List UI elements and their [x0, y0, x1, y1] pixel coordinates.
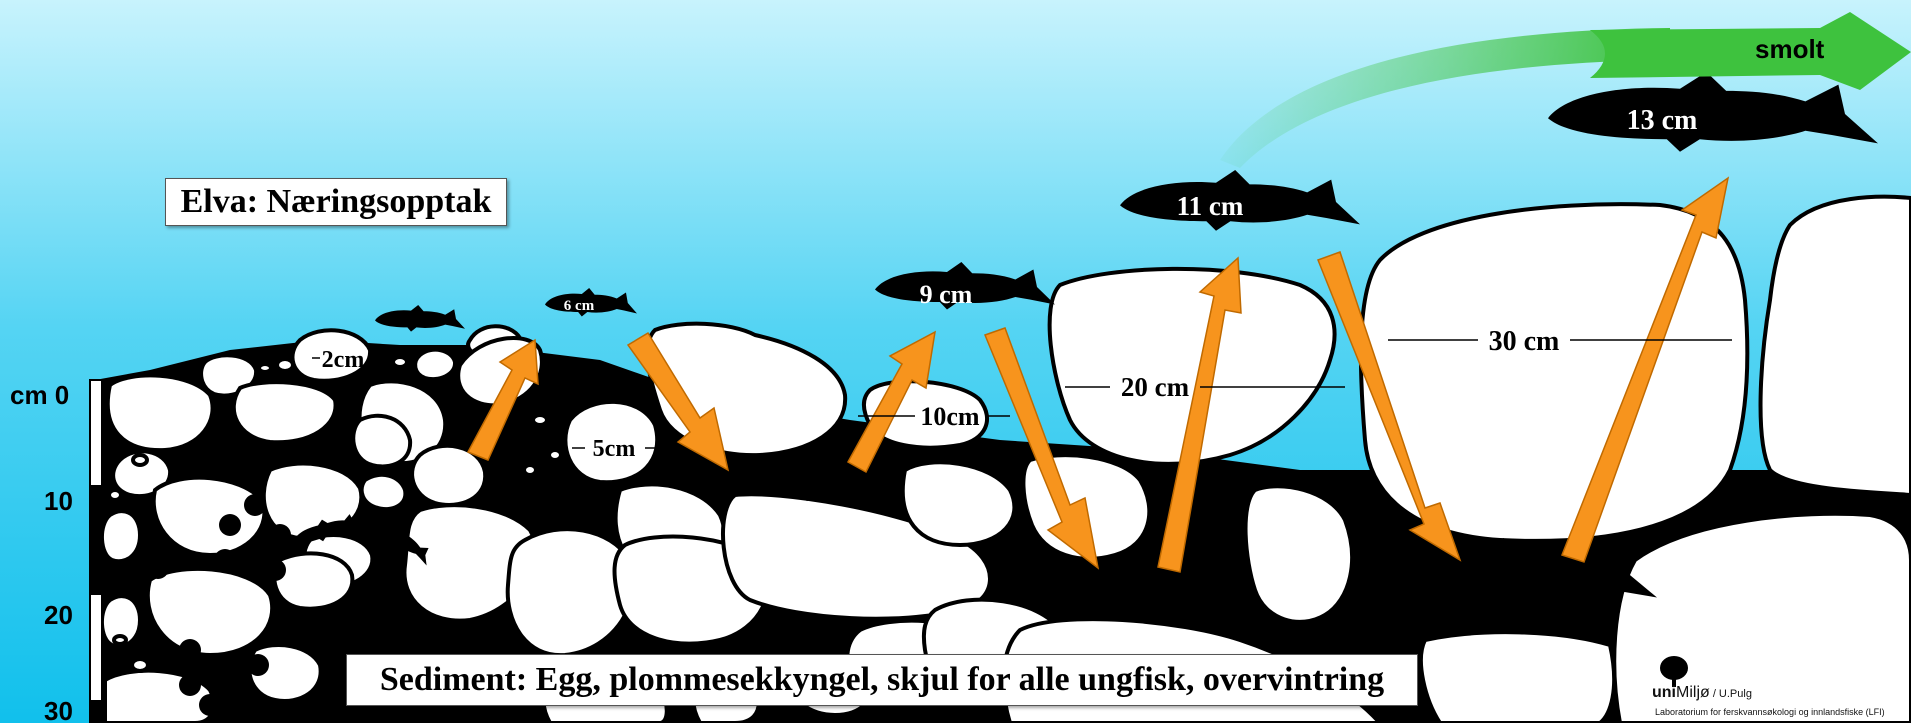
depth-label-20: 20 — [44, 600, 73, 631]
label-5cm: 5cm — [593, 436, 636, 462]
logo-prefix: uni — [1652, 684, 1676, 701]
label-11cm: 11 cm — [1177, 191, 1244, 221]
depth-label-30: 30 — [44, 696, 73, 727]
logo-name: uniMiljø / U.Pulg — [1652, 684, 1752, 702]
depth-label-0: cm 0 — [10, 380, 69, 411]
logo-main: Miljø — [1676, 684, 1710, 701]
label-9cm: 9 cm — [920, 280, 973, 309]
logo-author: / U.Pulg — [1710, 688, 1752, 700]
label-20cm: 20 cm — [1121, 372, 1190, 402]
smolt-label: smolt — [1755, 34, 1825, 64]
label-13cm: 13 cm — [1627, 105, 1698, 136]
depth-scale — [90, 380, 102, 723]
depth-label-10: 10 — [44, 486, 73, 517]
label-30cm: 30 cm — [1489, 326, 1560, 357]
label-2cm: 2cm — [322, 347, 365, 373]
label-10cm: 10cm — [920, 402, 980, 431]
sediment-caption: Sediment: Egg, plommesekkyngel, skjul fo… — [346, 654, 1418, 706]
logo-subtitle: Laboratorium for ferskvannsøkologi og in… — [1655, 707, 1885, 717]
diagram-title: Elva: Næringsopptak — [165, 178, 507, 226]
label-6cm: 6 cm — [564, 298, 595, 314]
tree-icon — [1660, 656, 1688, 687]
